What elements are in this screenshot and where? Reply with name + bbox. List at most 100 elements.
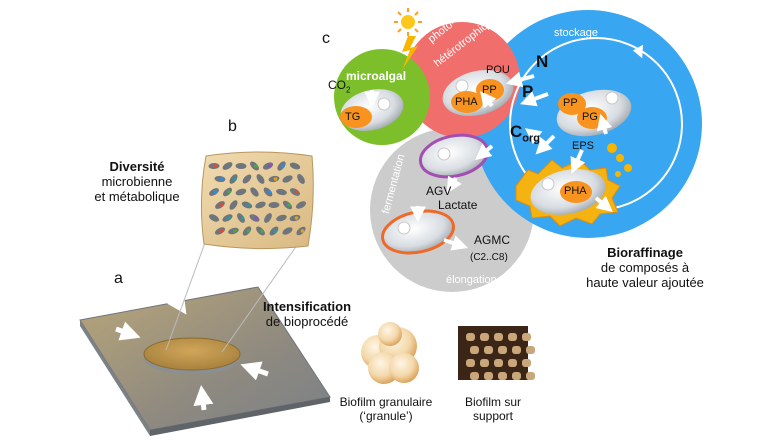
microbe-cell	[250, 187, 259, 197]
microbe-inclusion	[281, 164, 285, 168]
support-mesh-cell	[470, 346, 479, 354]
microbe-cell	[229, 200, 238, 210]
microbe-cell	[208, 214, 220, 222]
microbe-inclusion	[300, 229, 305, 233]
microbe-inclusion	[267, 164, 272, 168]
support-mesh-cell	[512, 346, 521, 354]
support-mesh-cell	[484, 372, 493, 380]
support-caption-line1: Biofilm sur	[464, 395, 521, 409]
stockage-label: stockage	[554, 27, 599, 39]
eps-label: EPS	[572, 140, 595, 152]
microbe-inclusion	[227, 216, 231, 220]
lactate-label: Lactate	[438, 198, 478, 212]
pou-label: POU	[486, 64, 510, 76]
agmc-range-label: (C2..C8)	[470, 252, 508, 263]
diversity-label: Diversité microbienne et métabolique	[82, 159, 192, 205]
support-mesh-cell	[498, 372, 507, 380]
microbe-cell	[282, 227, 293, 235]
support-biofilm-caption: Biofilm sur support	[448, 395, 538, 424]
microbe-cell	[235, 162, 247, 170]
support-mesh-cell	[522, 359, 531, 367]
microbe-cell	[268, 201, 280, 209]
microbe-cell	[222, 162, 233, 170]
biorefinery-label: Bioraffinage de composés à haute valeur …	[570, 245, 720, 291]
microbe-inclusion	[213, 190, 218, 194]
microbe-cell	[264, 213, 272, 223]
support-mesh-cell	[498, 346, 507, 354]
support-mesh-cell	[484, 346, 493, 354]
support-mesh-cell	[508, 359, 517, 367]
p-label: P	[522, 82, 534, 101]
microbe-inclusion	[287, 203, 291, 207]
support-mesh-cell	[480, 333, 489, 341]
biorefinery-line2: haute valeur ajoutée	[586, 274, 704, 290]
microbe-cell	[289, 162, 301, 170]
support-image	[458, 326, 535, 380]
microbe-cell	[276, 188, 287, 196]
microbe-inclusion	[227, 190, 231, 194]
support-mesh-cell	[526, 372, 535, 380]
microbe-cell	[255, 201, 266, 209]
microbe-inclusion	[246, 203, 251, 207]
lightning-icon	[402, 36, 418, 70]
granule-image	[361, 322, 419, 384]
elongation-label: élongation	[446, 274, 497, 286]
microbe-inclusion	[267, 190, 272, 194]
agv-label: AGV	[426, 184, 452, 198]
microbial-mosaic	[200, 151, 314, 250]
sun-icon	[394, 8, 422, 36]
biorefinery-line1: de composés à	[600, 259, 690, 275]
microbe-inclusion	[219, 229, 224, 233]
microbe-inclusion	[254, 216, 258, 220]
microbe-inclusion	[240, 216, 245, 220]
diversity-title: Diversité	[109, 159, 165, 174]
c-org-text: C	[510, 122, 523, 141]
microbe-inclusion	[233, 229, 237, 233]
microbe-inclusion	[219, 203, 224, 207]
intensification-subtitle: de bioprocédé	[265, 313, 349, 329]
support-mesh-cell	[526, 346, 535, 354]
microbe-cell	[295, 201, 307, 209]
microbe-inclusion	[294, 216, 299, 220]
support-mesh-cell	[522, 333, 531, 341]
microbe-inclusion	[273, 177, 278, 181]
microbe-cell	[242, 174, 252, 184]
microalgal-label: microalgal	[346, 69, 407, 83]
pp-photo-label: PP	[482, 84, 497, 96]
intensification-title: Intensification	[262, 299, 352, 314]
microbe-cell	[297, 174, 305, 184]
microalgal-cell	[340, 89, 404, 131]
support-mesh-cell	[466, 333, 475, 341]
pha-photo-label: PHA	[455, 96, 478, 108]
panel-label-c: c	[322, 30, 330, 47]
pha-storage-label: PHA	[564, 185, 587, 197]
co2-label: CO2	[328, 78, 351, 95]
microbe-inclusion	[254, 164, 258, 168]
support-mesh-cell	[466, 359, 475, 367]
microbe-inclusion	[233, 177, 237, 181]
pg-label: PG	[582, 111, 598, 123]
microbe-inclusion	[246, 229, 251, 233]
microbe-cell	[235, 188, 247, 196]
bioreactor-plate	[79, 286, 331, 436]
flux-arrows	[364, 71, 613, 251]
co2-subscript: 2	[346, 85, 351, 95]
support-caption-line2: support	[472, 408, 514, 423]
diversity-line1: microbienne	[101, 173, 173, 189]
support-mesh-cell	[512, 372, 521, 380]
c-org-label: Corg	[510, 122, 540, 145]
granular-caption-line2: (‘granule’)	[359, 408, 413, 423]
microbe-cell	[276, 214, 287, 222]
support-mesh-cell	[480, 359, 489, 367]
tg-label: TG	[345, 111, 361, 123]
microbe-inclusion	[260, 229, 264, 233]
zoom-lines	[165, 237, 303, 353]
biorefinery-title: Bioraffinage	[607, 245, 683, 260]
pp-storage-label: PP	[563, 97, 578, 109]
microbe-inclusion	[219, 177, 224, 181]
panel-label-b: b	[228, 118, 237, 135]
support-mesh-cell	[470, 372, 479, 380]
support-mesh-cell	[494, 359, 503, 367]
